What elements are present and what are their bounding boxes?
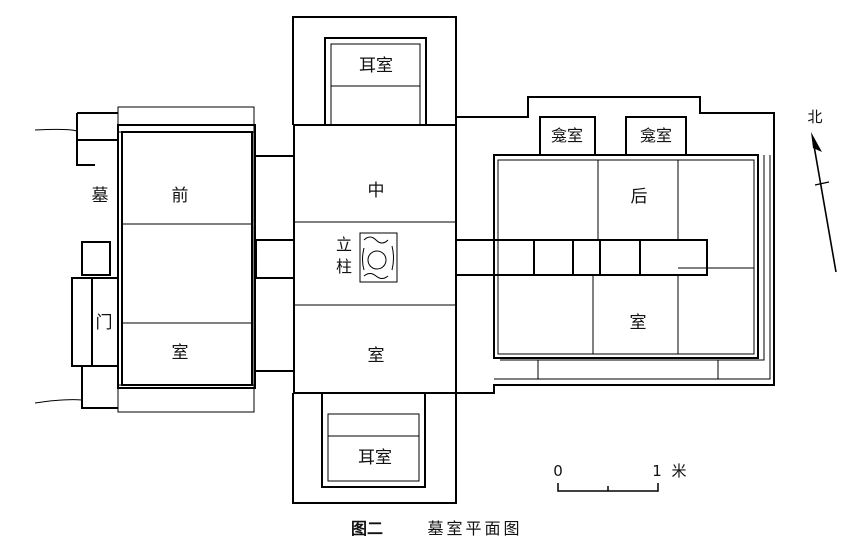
scale-start-label: 0 [553, 462, 563, 480]
label-rear-room-1: 后 [631, 187, 648, 207]
label-middle-room-2: 室 [368, 346, 385, 366]
scale-unit-label: 米 [671, 462, 686, 480]
label-side-room-south: 耳室 [358, 448, 392, 468]
scale-end-label: 1 [652, 462, 662, 480]
label-rear-room-2: 室 [630, 313, 647, 333]
front-room [76, 106, 294, 413]
label-niche-1: 龛室 [551, 126, 583, 145]
niche-rooms [539, 116, 687, 156]
tomb-gate [34, 128, 118, 404]
label-north: 北 [807, 108, 822, 126]
label-niche-2: 龛室 [640, 126, 672, 145]
label-side-room-north: 耳室 [359, 56, 393, 76]
passages [255, 239, 708, 279]
north-arrow-icon [811, 132, 837, 273]
scale-bar [557, 483, 659, 492]
label-pillar-2: 柱 [336, 257, 352, 276]
rear-room [455, 96, 775, 394]
label-front-room-1: 前 [172, 186, 189, 206]
figure-title: 墓室平面图 [427, 519, 522, 538]
label-pillar-1: 立 [336, 235, 352, 254]
pillar-icon [359, 232, 398, 283]
label-tomb-gate-2: 门 [96, 313, 113, 333]
label-front-room-2: 室 [172, 343, 189, 363]
label-middle-room-1: 中 [368, 181, 385, 201]
figure-number: 图二 [351, 519, 383, 538]
label-tomb-gate-1: 墓 [92, 186, 109, 206]
